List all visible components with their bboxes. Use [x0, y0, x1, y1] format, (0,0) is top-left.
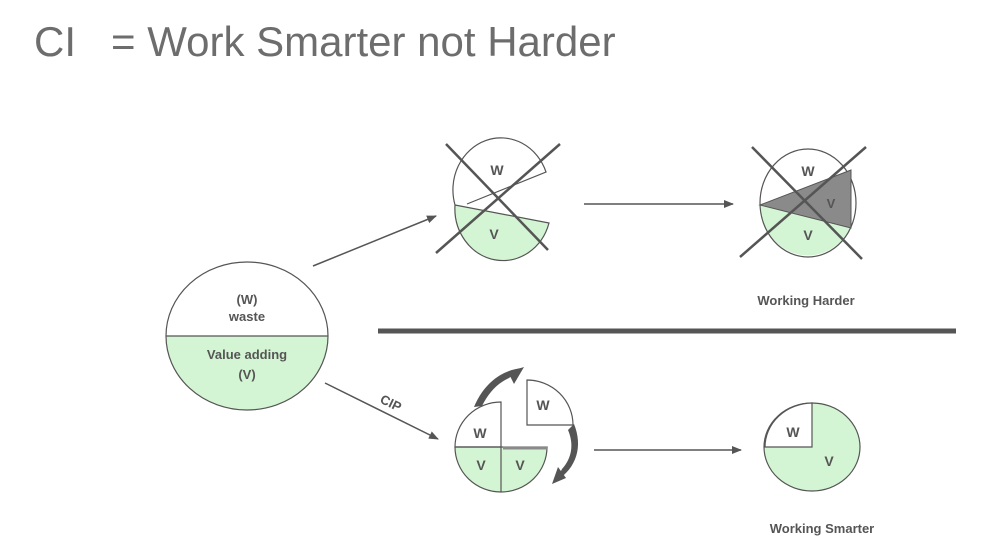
- smarter-mid-waste-outline: [454, 401, 502, 448]
- source-waste-symbol: (W): [237, 292, 258, 307]
- harder-result-circle: W V V: [739, 146, 867, 260]
- arrow-to-smarter: [324, 382, 439, 440]
- harder-result-waste-label: W: [801, 163, 815, 179]
- harder-mid-circle: W V: [435, 137, 561, 262]
- harder-mid-cross-b: [435, 143, 561, 254]
- cycle-arrow-bottom-head-icon: [552, 467, 566, 484]
- working-harder-caption: Working Harder: [757, 293, 854, 308]
- smarter-mid-circle: W V V: [454, 401, 548, 493]
- page-title: CI = Work Smarter not Harder: [34, 18, 616, 66]
- harder-mid-value-outline: [454, 204, 550, 262]
- smarter-mid-value-left-label: V: [476, 457, 486, 473]
- harder-mid-waste-label: W: [490, 162, 504, 178]
- harder-result-outline: [759, 148, 857, 258]
- title-prefix: CI: [34, 18, 76, 65]
- smarter-mid-value-outline: [454, 446, 548, 493]
- detached-waste-piece: W: [526, 379, 574, 426]
- harder-result-cross-a: [751, 146, 863, 260]
- detached-waste-label: W: [536, 397, 550, 413]
- harder-mid-value-label: V: [489, 226, 499, 242]
- source-value-symbol: (V): [238, 367, 255, 382]
- smarter-mid-waste-label: W: [473, 425, 487, 441]
- source-value-half: [166, 336, 328, 410]
- smarter-result-circle: W V: [763, 402, 861, 492]
- smarter-result-waste-label: W: [786, 424, 800, 440]
- arrow-to-harder: [312, 215, 437, 267]
- harder-mid-waste-outline: [452, 137, 547, 206]
- working-smarter-caption: Working Smarter: [770, 521, 875, 536]
- cycle-arrow-top-head-icon: [508, 367, 524, 384]
- detached-waste-outline: [526, 379, 574, 426]
- cycle-arrow-bottom-icon: [556, 424, 579, 481]
- source-value-label: Value adding: [207, 347, 287, 362]
- harder-mid-value-fill: [454, 205, 549, 261]
- source-circle: (W) waste Value adding (V): [165, 261, 329, 411]
- harder-mid-cross-a: [445, 143, 549, 251]
- source-waste-label: waste: [228, 309, 265, 324]
- cycle-arrow-top-icon: [474, 368, 522, 407]
- smarter-mid-value-right-label: V: [515, 457, 525, 473]
- smarter-result-value-label: V: [824, 453, 834, 469]
- harder-result-value-label: V: [803, 227, 813, 243]
- title-equation: = Work Smarter not Harder: [111, 18, 616, 65]
- harder-result-value-fill: [760, 205, 850, 256]
- harder-result-cross-b: [739, 146, 867, 258]
- harder-result-wedge-label: V: [827, 196, 836, 211]
- smarter-result-waste-slice: [764, 402, 813, 448]
